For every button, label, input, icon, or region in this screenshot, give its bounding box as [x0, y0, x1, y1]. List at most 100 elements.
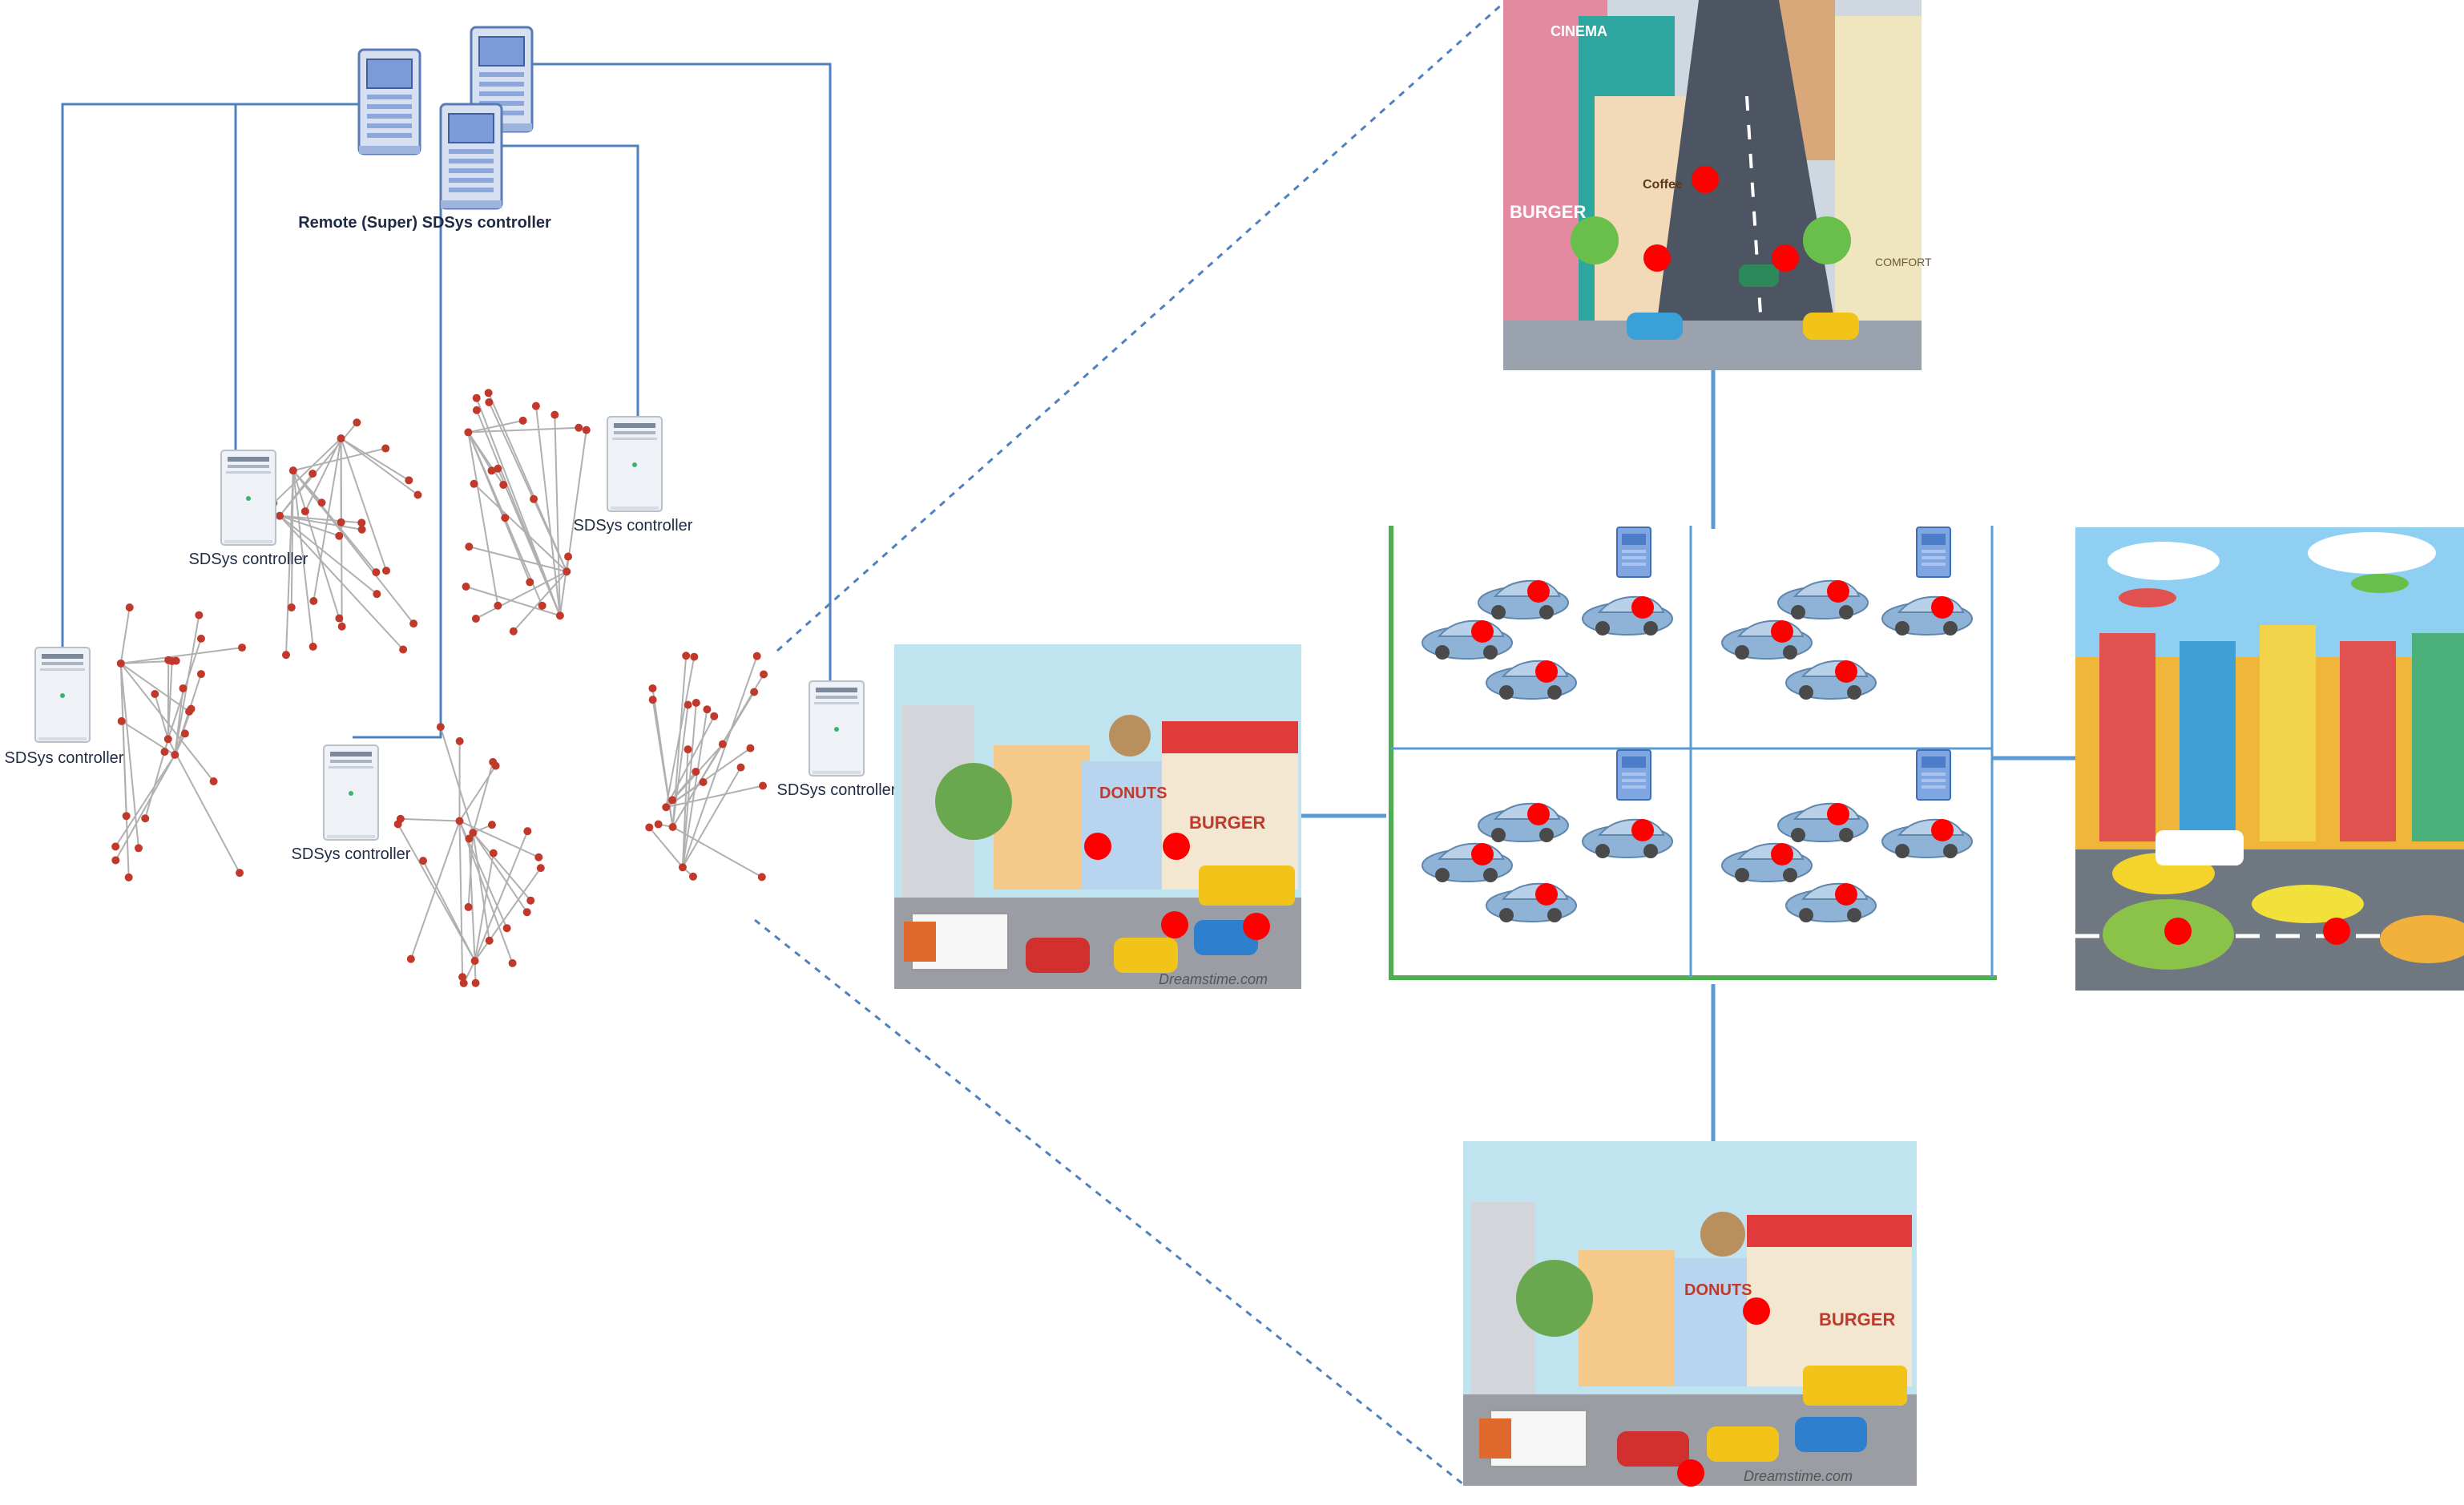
cluster-node — [167, 656, 176, 665]
event-dot-icon — [1631, 819, 1654, 841]
cluster-edge — [665, 656, 696, 808]
cluster-node — [736, 763, 745, 772]
car-icon — [1422, 619, 1513, 660]
cluster-edge — [468, 426, 579, 434]
cluster-edge — [119, 663, 139, 849]
cluster-node — [353, 418, 361, 427]
cluster-node — [111, 842, 120, 851]
cluster-edge — [665, 716, 716, 808]
cluster-node — [645, 823, 654, 832]
cluster-edge — [284, 470, 294, 656]
cluster-node — [381, 444, 390, 453]
car-icon — [1478, 579, 1569, 620]
event-dot-icon — [1827, 803, 1849, 825]
cluster-node — [409, 619, 418, 628]
server-icon — [323, 744, 379, 841]
cluster-edge — [566, 430, 587, 572]
link-to-c4 — [353, 200, 442, 739]
cluster-edge — [671, 704, 689, 828]
cluster-node — [522, 908, 531, 917]
cluster-node — [151, 690, 159, 699]
cluster-edge — [469, 546, 567, 573]
event-dot-icon — [1243, 913, 1270, 940]
sign-cinema: CINEMA — [1551, 23, 1607, 39]
cluster-node — [465, 543, 474, 551]
event-dot-icon — [1835, 660, 1857, 683]
cluster-node — [337, 518, 345, 527]
cluster-node — [125, 603, 134, 612]
cluster-node — [393, 820, 402, 829]
city-scene-bottom: DONUTS BURGER Dreamstime.com — [1463, 1141, 1917, 1487]
vehicle-grid — [1389, 526, 1997, 980]
car-icon — [1881, 818, 1973, 859]
event-dot-icon — [1772, 244, 1799, 272]
event-dot-icon — [1771, 620, 1793, 643]
cluster-node — [530, 494, 538, 503]
cluster-edge — [475, 571, 567, 619]
cluster-edge — [292, 470, 314, 648]
car-icon — [1785, 660, 1877, 700]
cluster-node — [373, 590, 381, 599]
server-tower-icon — [439, 103, 503, 210]
cluster-node — [485, 397, 494, 406]
server-tower-icon — [1916, 749, 1951, 801]
car-icon — [1785, 882, 1877, 923]
cluster-node — [485, 936, 494, 945]
server-tower-icon — [357, 48, 421, 155]
zoom-line-top — [776, 2, 1504, 652]
car-icon — [1478, 802, 1569, 843]
cluster-edge — [648, 826, 684, 868]
cluster-node — [357, 518, 366, 527]
server-icon — [809, 680, 865, 777]
super-controller-label: Remote (Super) SDSys controller — [298, 214, 551, 232]
car-icon — [1721, 842, 1813, 883]
cluster-node — [472, 406, 481, 414]
cluster-edge — [513, 571, 568, 632]
cluster-edge — [665, 747, 752, 809]
cluster-edge — [534, 406, 561, 616]
cluster-node — [668, 822, 677, 831]
event-dot-icon — [1931, 819, 1954, 841]
cluster-node — [309, 642, 317, 651]
cluster-node — [464, 902, 473, 911]
cluster-node — [491, 761, 500, 770]
cluster-node — [662, 803, 671, 812]
cluster-node — [124, 873, 133, 882]
event-dot-icon — [1527, 803, 1550, 825]
cluster-edge — [340, 438, 387, 571]
cluster-edge — [468, 419, 523, 434]
cluster-node — [534, 853, 543, 861]
cluster-node — [487, 466, 496, 475]
cluster-edge — [340, 438, 419, 496]
cluster-edge — [119, 663, 215, 782]
controller-label: SDSys controller — [189, 551, 309, 568]
cluster-node — [494, 601, 502, 610]
cluster-edge — [279, 514, 377, 595]
cluster-node — [582, 426, 591, 434]
event-dot-icon — [1771, 843, 1793, 865]
event-dot-icon — [1163, 833, 1190, 860]
controller-c2: SDSys controller — [189, 450, 309, 568]
zoom-line-bottom — [754, 918, 1464, 1486]
event-dot-icon — [1835, 883, 1857, 906]
city-scene-left: DONUTS BURGER Dreamstime.com — [894, 644, 1301, 989]
cluster-edge — [475, 410, 561, 616]
cluster-node — [459, 978, 468, 987]
event-dot-icon — [1527, 580, 1550, 603]
cluster-edge — [400, 817, 460, 822]
cluster-node — [238, 644, 247, 652]
cluster-node — [288, 466, 297, 475]
cluster-node — [116, 659, 125, 668]
cluster-node — [759, 781, 768, 790]
cluster-edge — [304, 438, 342, 512]
cluster-edge — [682, 767, 742, 868]
cluster-node — [692, 698, 700, 707]
cluster-edge — [174, 615, 200, 756]
cluster-node — [502, 924, 511, 933]
cluster-edge — [292, 447, 386, 472]
event-dot-icon — [1692, 166, 1719, 193]
cluster-node — [187, 704, 196, 713]
cluster-node — [710, 712, 719, 720]
cluster-node — [692, 767, 700, 776]
cluster-edge — [466, 586, 561, 617]
